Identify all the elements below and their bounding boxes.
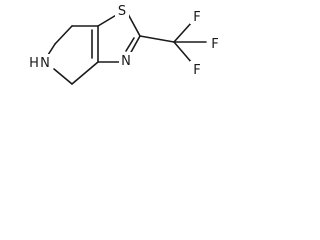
bond-c2-cf3: [139, 35, 175, 43]
atom-nitrogen-amine-label: N: [40, 56, 50, 71]
atom-fluorine-bottom-label: F: [193, 63, 200, 78]
atom-hydrogen-label: H: [29, 56, 39, 71]
bond-cf3-f-bottom: [173, 41, 193, 64]
bond-c2-n3: [129, 35, 141, 55]
bond-c7a-s1: [97, 13, 119, 27]
atom-sulfur-label: S: [118, 4, 126, 19]
bond-s1-c2: [127, 13, 141, 37]
bond-n5-c6: [47, 43, 56, 56]
bond-c2-n3-inner: [125, 37, 135, 52]
atom-nitrogen-ring-label: N: [121, 54, 131, 69]
atom-fluorine-top-label: F: [193, 10, 200, 25]
bond-cf3-f-top: [173, 21, 193, 43]
bond-c6-c7: [54, 25, 73, 45]
bond-c4-c3a: [71, 61, 99, 85]
bond-n5-c4: [53, 68, 73, 85]
chemical-structure: S N H N F F F: [28, 2, 222, 85]
atom-fluorine-right-label: F: [211, 37, 218, 52]
